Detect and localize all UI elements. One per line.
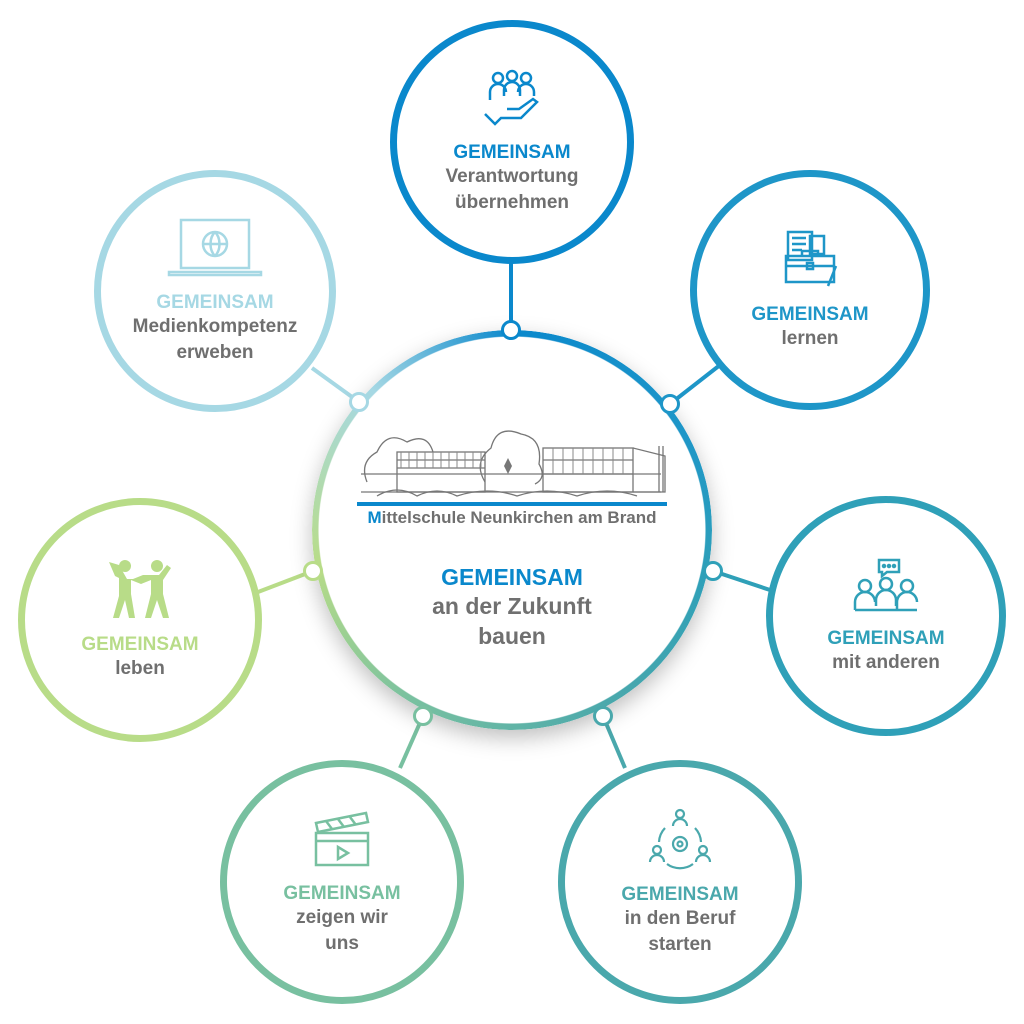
- circle-line1: in den Beruf: [624, 908, 736, 929]
- circle-keyword: GEMEINSAM: [81, 634, 199, 655]
- circle-line2: übernehmen: [454, 192, 570, 213]
- circle-keyword: GEMEINSAM: [156, 292, 274, 313]
- connector-node: [413, 706, 433, 726]
- connector-node: [349, 392, 369, 412]
- circle-line2: uns: [325, 933, 359, 954]
- center-circle: Mittelschule Neunkirchen am Brand GEMEIN…: [312, 330, 712, 730]
- connector-node: [501, 320, 521, 340]
- circle-lernen: GEMEINSAM lernen: [690, 170, 930, 410]
- circle-line1: mit anderen: [832, 652, 940, 673]
- circle-keyword: GEMEINSAM: [621, 884, 739, 905]
- circle-mit-anderen: GEMEINSAM mit anderen: [766, 496, 1006, 736]
- laptop-globe-icon: [167, 218, 263, 277]
- circle-line2: erweben: [176, 342, 254, 363]
- circle-line1: leben: [115, 658, 165, 679]
- circle-keyword: GEMEINSAM: [827, 628, 945, 649]
- connector-node: [703, 561, 723, 581]
- center-keyword: GEMEINSAM: [441, 564, 583, 590]
- circle-line1: zeigen wir: [296, 907, 388, 928]
- people-hand-icon: [484, 69, 539, 126]
- circle-keyword: GEMEINSAM: [453, 142, 571, 163]
- network-gear-icon: [648, 808, 712, 870]
- dancing-people-icon: [109, 560, 171, 618]
- connector-node: [593, 706, 613, 726]
- circle-verantwortung: GEMEINSAM Verantwortung übernehmen: [390, 20, 634, 264]
- circle-keyword: GEMEINSAM: [751, 304, 869, 325]
- circle-leben: GEMEINSAM leben: [18, 498, 262, 742]
- center-line2: bauen: [478, 623, 546, 649]
- center-ring: [312, 330, 712, 730]
- circle-medienkompetenz: GEMEINSAM Medienkompetenz erweben: [94, 170, 336, 412]
- circle-line1: Verantwortung: [445, 166, 579, 187]
- clapperboard-icon: [314, 811, 370, 867]
- circle-line2: starten: [648, 934, 712, 955]
- school-name-rest: ittelschule Neunkirchen am Brand: [381, 508, 657, 527]
- circle-line1: lernen: [781, 328, 839, 349]
- school-name: Mittelschule Neunkirchen am Brand: [367, 508, 656, 528]
- briefcase-documents-icon: [784, 230, 838, 287]
- circle-beruf: GEMEINSAM in den Beruf starten: [558, 760, 802, 1004]
- group-chat-icon: [853, 558, 919, 612]
- circle-line1: Medienkompetenz: [132, 316, 298, 337]
- school-name-initial: M: [367, 508, 382, 527]
- circle-zeigen: GEMEINSAM zeigen wir uns: [220, 760, 464, 1004]
- circle-keyword: GEMEINSAM: [283, 883, 401, 904]
- school-building-logo: [357, 430, 667, 506]
- connector-node: [660, 394, 680, 414]
- connector-node: [303, 561, 323, 581]
- center-line1: an der Zukunft: [432, 593, 592, 619]
